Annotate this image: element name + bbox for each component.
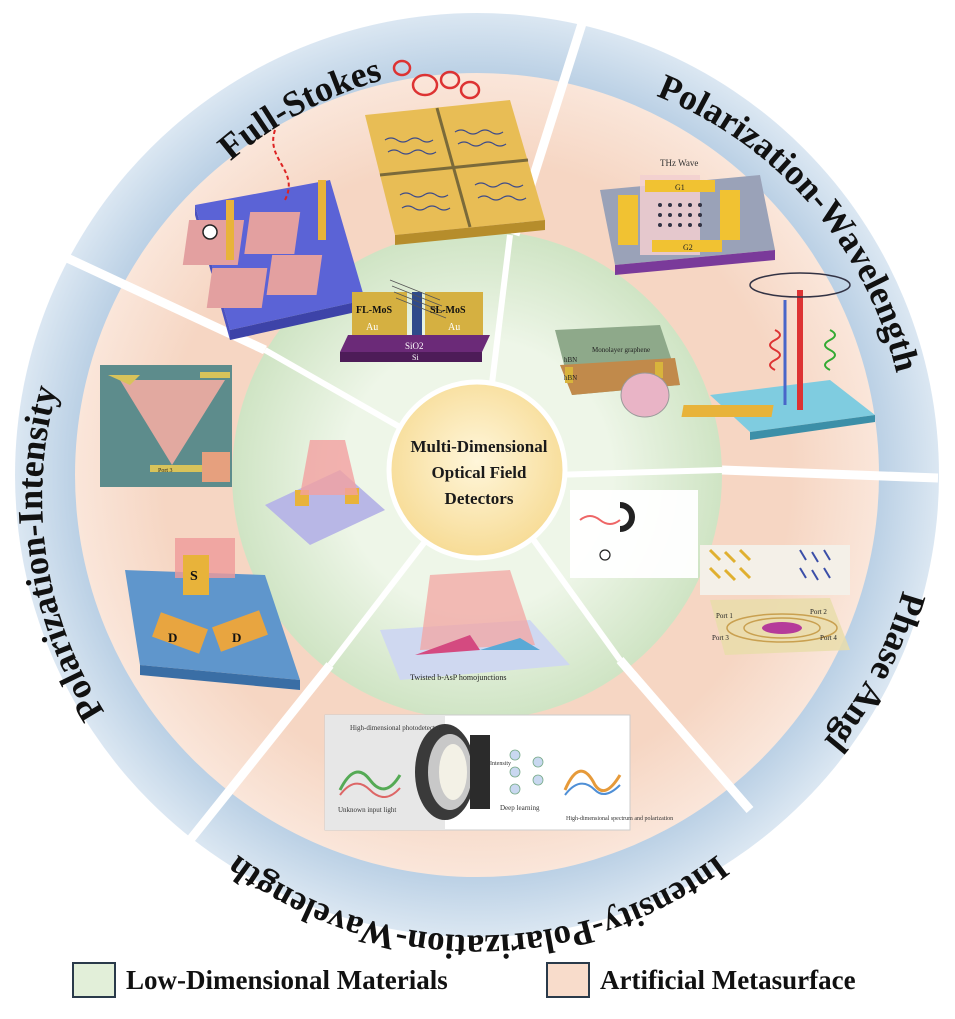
port1-label: Port 1 [716, 612, 733, 620]
inner-dividers [263, 234, 723, 667]
center-line-2: Optical Field [432, 463, 527, 482]
legend-item-low-dimensional: Low-Dimensional Materials [72, 958, 448, 1002]
center-line-1: Multi-Dimensional [411, 437, 548, 456]
center-line-3: Detectors [445, 489, 514, 508]
unknown-input-label: Unknown input light [338, 806, 396, 814]
thz-wave-label: THz Wave [660, 158, 698, 168]
sio2-label: SiO2 [405, 341, 424, 351]
fl-mos-label: FL-MoS [356, 305, 393, 316]
port2-label: Port 2 [810, 608, 827, 616]
twisted-bp-label: Twisted b-AsP homojunctions [410, 673, 506, 682]
illustration-full-stokes-platform [182, 129, 365, 340]
illustration-deep-learning-detector: Unknown input light High-dimensional pho… [324, 714, 673, 831]
si-label: Si [412, 353, 419, 362]
illustration-left-inner-device [265, 440, 385, 545]
illustration-graphene-hbn-device: Monolayer graphene hBN hBN [555, 325, 680, 418]
triangle-port3-label: Port 3 [158, 468, 173, 474]
legend-item-metasurface: Artificial Metasurface [546, 958, 856, 1002]
legend-label-metasurface: Artificial Metasurface [600, 964, 856, 995]
illustration-triangle-device: Port 3 [100, 365, 232, 487]
monolayer-graphene-label: Monolayer graphene [592, 346, 650, 354]
spectrum-output-label: High-dimensional spectrum and polarizati… [566, 816, 673, 822]
port4-label: Port 4 [820, 634, 837, 642]
illustration-spiral-beam-device [681, 272, 875, 440]
legend-label-low-dimensional: Low-Dimensional Materials [126, 964, 448, 995]
g2-label: G2 [683, 243, 693, 252]
illustration-twisted-bp-device: Twisted b-AsP homojunctions [380, 570, 570, 682]
g1-label: G1 [675, 183, 685, 192]
illustration-mos2-heterostructure: FL-MoS SL-MoS Au Au SiO2 Si [340, 279, 490, 362]
au-left-label: Au [366, 322, 378, 333]
source-label: S [190, 569, 198, 584]
legend-swatch-green [72, 962, 116, 998]
intensity-label: Intensity [490, 761, 511, 767]
illustration-right-inner-device [570, 490, 698, 578]
drain1-label: D [168, 630, 177, 645]
illustration-thz-device: THz Wave G1 G2 [600, 158, 775, 275]
illustration-source-drain-device: S D D [125, 538, 300, 690]
legend-swatch-peach [546, 962, 590, 998]
drain2-label: D [232, 630, 241, 645]
hbn-bottom-label: hBN [564, 374, 577, 382]
sl-mos-label: SL-MoS [430, 305, 466, 316]
illustration-full-stokes-metasurface [365, 59, 545, 245]
port3-label: Port 3 [712, 634, 729, 642]
photodetector-label: High-dimensional photodetector [350, 724, 441, 732]
illustration-phase-angle-device: Port 1 Port 2 Port 3 Port 4 [700, 545, 850, 655]
deep-learning-label: Deep learning [500, 804, 540, 812]
center-circle [386, 379, 568, 561]
hbn-top-label: hBN [564, 356, 577, 364]
au-right-label: Au [448, 322, 460, 333]
